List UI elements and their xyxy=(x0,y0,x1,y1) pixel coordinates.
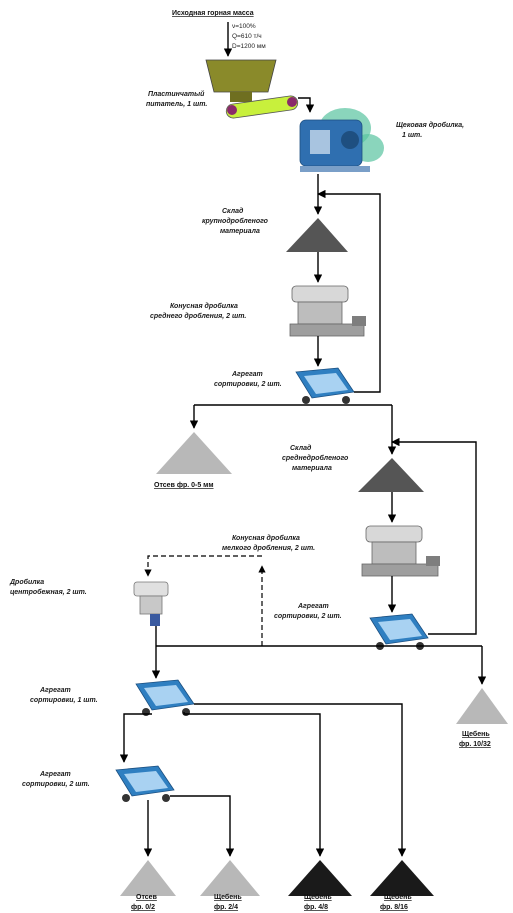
flow-line-screen3-to-gravel-4-8 xyxy=(183,712,325,857)
flow-line-screen3-to-gravel-8-16 xyxy=(194,703,407,857)
medium-stockpile xyxy=(358,458,424,492)
screen3-label-1: Агрегат xyxy=(39,687,71,694)
flow-line-screen3-to-screen4 xyxy=(119,713,152,763)
gravel-2-4-label-2: фр. 2/4 xyxy=(214,904,238,911)
gravel-2-4-label-1: Щебень xyxy=(214,893,242,901)
feeder-label-1: Пластинчатый xyxy=(148,90,205,98)
gravel-8-16-label-2: фр. 8/16 xyxy=(380,904,408,911)
flow-line-recycle-1 xyxy=(317,189,381,393)
flow-line-feeder xyxy=(298,97,315,113)
screen-2 xyxy=(369,613,429,650)
stock2-label-1: Склад xyxy=(290,444,312,452)
screening-0-2-label-2: фр. 0/2 xyxy=(131,904,155,911)
screen-4 xyxy=(115,765,175,802)
feeder-label-2: питатель, 1 шт. xyxy=(146,101,207,108)
waste-pile-1 xyxy=(156,432,232,474)
stock2-label-2: среднедробленого xyxy=(282,454,349,462)
pile-gravel-4-8 xyxy=(288,860,352,896)
cone-medium-label-1: Конусная дробилка xyxy=(170,302,238,310)
flow-line-to-gravel-2-4 xyxy=(170,795,235,857)
gravel-10-32-label-1: Щебень xyxy=(462,730,490,738)
waste1-label: Отсев фр. 0-5 мм xyxy=(154,482,214,489)
source-param-1: ν=100% xyxy=(232,23,256,30)
source-param-2: Q=610 т/ч xyxy=(232,33,262,40)
gravel-8-16-label-1: Щебень xyxy=(384,893,412,901)
centrifugal-label-2: центробежная, 2 шт. xyxy=(10,588,87,596)
screening-0-2-label-1: Отсев xyxy=(136,894,158,901)
cone-medium-label-2: среднего дробления, 2 шт. xyxy=(150,312,246,320)
stock1-label-1: Склад xyxy=(222,207,244,215)
source-param-3: D=1200 мм xyxy=(232,43,266,50)
stock2-label-3: материала xyxy=(292,465,332,472)
coarse-stockpile xyxy=(286,218,348,252)
jaw-crusher xyxy=(299,108,384,172)
gravel-4-8-label-2: фр. 4/8 xyxy=(304,904,328,911)
apron-feeder xyxy=(205,59,299,119)
centrifugal-label-1: Дробилка xyxy=(9,578,44,586)
pile-screening-0-2 xyxy=(120,860,176,896)
flow-line-recycle-2 xyxy=(391,437,477,635)
jaw-label-2: 1 шт. xyxy=(402,132,422,139)
cone-crusher-medium xyxy=(289,285,366,337)
pile-gravel-10-32 xyxy=(456,688,508,724)
screen4-label-2: сортировки, 2 шт. xyxy=(22,781,90,788)
screen2-label-1: Агрегат xyxy=(297,603,329,610)
cone-crusher-fine xyxy=(361,525,440,577)
cone-fine-label-1: Конусная дробилка xyxy=(232,534,300,542)
flow-line-dashed-1 xyxy=(144,555,262,577)
source-title: Исходная горная масса xyxy=(172,10,254,17)
cone-fine-label-2: мелкого дробления, 2 шт. xyxy=(222,544,315,552)
stock1-label-3: материала xyxy=(220,228,260,235)
gravel-4-8-label-1: Щебень xyxy=(304,893,332,901)
screen1-label-2: сортировки, 2 шт. xyxy=(214,381,282,388)
screen-1 xyxy=(295,367,355,404)
screen4-label-1: Агрегат xyxy=(39,771,71,778)
jaw-label-1: Щековая дробилка, xyxy=(396,121,464,129)
stock1-label-2: крупнодробленого xyxy=(202,217,269,225)
pile-gravel-2-4 xyxy=(200,860,260,896)
centrifugal-crusher xyxy=(133,581,169,626)
screen3-label-2: сортировки, 1 шт. xyxy=(30,697,98,704)
gravel-10-32-label-2: фр. 10/32 xyxy=(459,741,491,748)
screen-3 xyxy=(135,679,195,716)
screen2-label-2: сортировки, 2 шт. xyxy=(274,613,342,620)
pile-gravel-8-16 xyxy=(370,860,434,896)
screen1-label-1: Агрегат xyxy=(231,371,263,378)
